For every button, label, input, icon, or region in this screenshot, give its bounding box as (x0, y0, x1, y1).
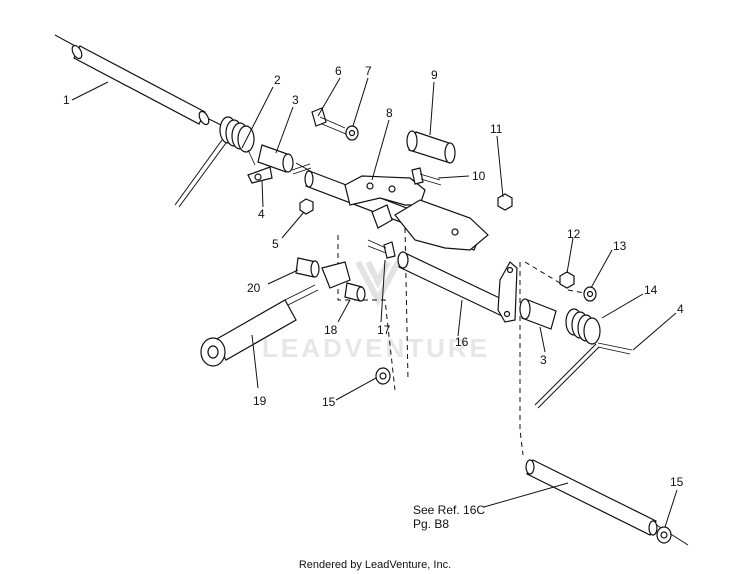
reference-line-2: Pg. B8 (413, 517, 449, 531)
callout-2: 2 (274, 73, 281, 87)
reference-line-1: See Ref. 16C (413, 503, 485, 517)
callout-4: 4 (258, 207, 265, 221)
part-bolt-10 (411, 167, 442, 186)
watermark-text: LEADVENTURE (262, 333, 490, 363)
callout-1: 1 (63, 93, 70, 107)
callout-20: 20 (247, 281, 261, 295)
callout-7: 7 (365, 64, 372, 78)
callout-19: 19 (253, 394, 267, 408)
callout-3: 3 (292, 93, 299, 107)
part-bushing-left (257, 144, 294, 173)
callout-6: 6 (335, 64, 342, 78)
leader-lines (71, 77, 678, 528)
part-cylinder-9 (406, 130, 456, 164)
callout-14: 14 (644, 283, 658, 297)
part-spring-left (174, 116, 256, 208)
part-spacer-20 (295, 257, 320, 278)
part-bushing-right (519, 298, 557, 330)
part-nut-5 (299, 198, 314, 215)
part-rod-upper (71, 44, 210, 126)
callout-numbers: 1 2 3 4 5 6 7 8 9 10 11 12 13 14 4 3 15 … (63, 64, 684, 489)
reference-note: See Ref. 16C Pg. B8 (413, 503, 485, 531)
callout-9: 9 (431, 68, 438, 82)
callout-10: 10 (472, 169, 486, 183)
part-washer-15-lower (656, 526, 672, 544)
part-bolt-small (291, 163, 312, 175)
part-bracket-small (247, 166, 273, 184)
callout-15-lower: 15 (670, 475, 684, 489)
callout-11: 11 (490, 122, 503, 136)
part-nut-12 (559, 271, 575, 289)
part-washer-13 (583, 286, 597, 302)
callout-13: 13 (613, 239, 627, 253)
watermark: LEADVENTURE (262, 260, 490, 363)
callout-5: 5 (272, 237, 279, 251)
footer-credit: Rendered by LeadVenture, Inc. (299, 559, 451, 571)
part-spacer-18 (344, 282, 366, 302)
part-spring-right (534, 308, 633, 409)
callout-18: 18 (324, 323, 338, 337)
callout-8: 8 (386, 106, 393, 120)
part-rod-lower (525, 459, 658, 536)
part-washer-15-mid (375, 367, 391, 385)
part-washer-7 (345, 125, 359, 141)
callout-4-right: 4 (677, 302, 684, 316)
callout-3-right: 3 (540, 353, 547, 367)
part-bolt-6 (311, 107, 347, 135)
callout-17: 17 (377, 323, 391, 337)
callout-16: 16 (455, 335, 469, 349)
part-nut-11 (497, 193, 513, 211)
callout-15-mid: 15 (322, 395, 336, 409)
part-lower-shaft (397, 251, 518, 323)
callout-12: 12 (567, 227, 581, 241)
part-shock-19 (200, 261, 351, 367)
part-bolt-17 (367, 239, 396, 259)
part-main-shaft (304, 170, 489, 251)
